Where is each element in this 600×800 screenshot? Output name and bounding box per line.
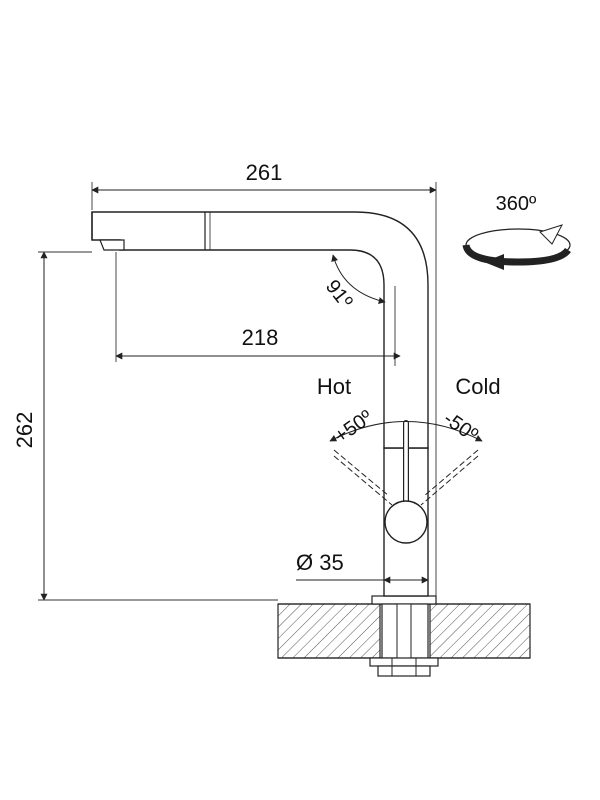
spout — [91, 211, 429, 449]
label-spout-angle: 91º — [321, 276, 357, 313]
lever-angle-arc — [329, 421, 483, 442]
rotation-360-icon — [462, 224, 571, 270]
label-cold: Cold — [455, 374, 500, 399]
label-hot: Hot — [317, 374, 351, 399]
mounting-shank — [369, 595, 439, 677]
label-cold-angle: -50º — [439, 408, 482, 447]
label-height: 262 — [12, 412, 37, 449]
label-base-diameter: Ø 35 — [296, 550, 344, 575]
label-spout-reach: 218 — [242, 325, 279, 350]
spout-angle-arc — [331, 254, 386, 304]
label-total-length: 261 — [246, 160, 283, 185]
lever-cold-position — [420, 449, 479, 506]
lever-hot-position — [333, 449, 393, 506]
label-rotation: 360º — [496, 193, 537, 215]
label-hot-angle: +50º — [330, 406, 377, 448]
